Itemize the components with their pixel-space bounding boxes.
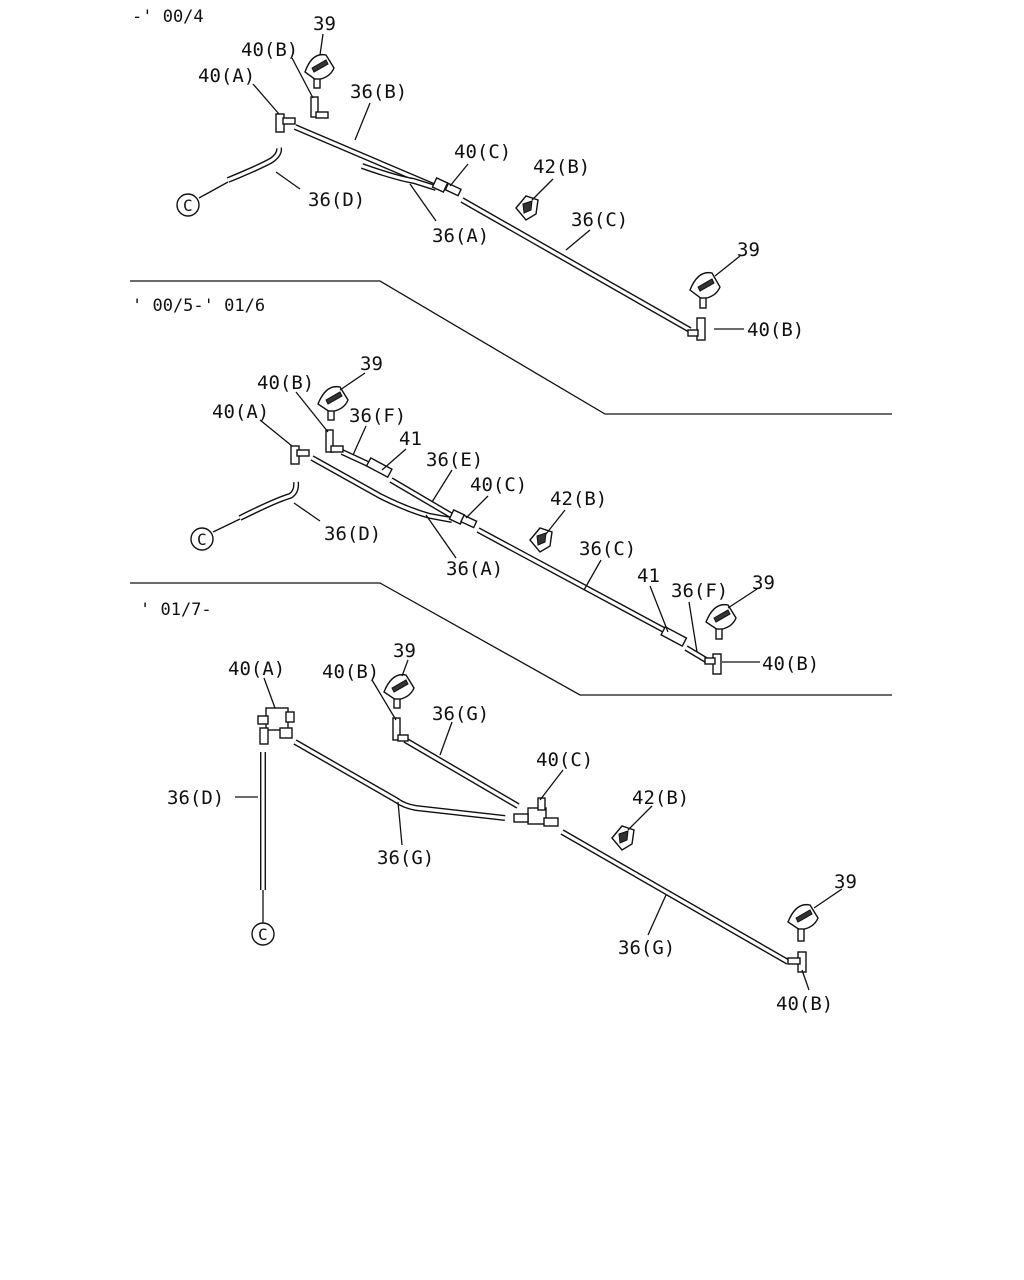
hose-36g-right (560, 829, 790, 965)
washer-nozzle-icon (317, 385, 349, 421)
joint-40b-right (704, 653, 722, 675)
section-2-assembly: C 39 40(B) 40(A) 36(F) 41 36(E) 40(C) 42… (190, 353, 819, 675)
washer-nozzle-icon (689, 271, 721, 309)
hose-36c (476, 527, 666, 633)
label-40a: 40(A) (212, 401, 269, 423)
hose-36c (460, 197, 692, 333)
section-1-assembly: C 39 40(B) 40(A) 36(B) 40(C) 42(B) 36(D)… (176, 13, 804, 341)
check-valve-41-left (365, 457, 393, 479)
joint-40a (290, 445, 310, 465)
connector-c-circle: C (176, 193, 200, 217)
label-41-right: 41 (637, 565, 660, 587)
label-36f-right: 36(F) (671, 580, 728, 602)
label-39-right: 39 (737, 239, 760, 261)
label-40a: 40(A) (228, 658, 285, 680)
section-3-assembly: C 40(A) 39 40(B) 36(G) 40(C) 36(D) 42(B)… (167, 640, 857, 1015)
hose-36a (361, 163, 437, 191)
label-36d: 36(D) (308, 189, 365, 211)
label-36c: 36(C) (571, 209, 628, 231)
label-40c: 40(C) (454, 141, 511, 163)
hose-36b (293, 124, 438, 190)
label-40a: 40(A) (198, 65, 255, 87)
label-40b-left: 40(B) (257, 372, 314, 394)
hose-36f-left (340, 449, 370, 467)
hose-36g-lower (293, 739, 506, 821)
label-36b: 36(B) (350, 81, 407, 103)
joint-40c (431, 177, 462, 197)
joint-40b-right (787, 951, 807, 973)
label-41-left: 41 (399, 428, 422, 450)
hose-36e (389, 477, 456, 520)
hose-36g-upper (403, 737, 520, 809)
label-42b: 42(B) (550, 488, 607, 510)
label-36f-left: 36(F) (349, 405, 406, 427)
label-40b-right: 40(B) (776, 993, 833, 1015)
label-36a: 36(A) (432, 225, 489, 247)
connector-c-circle: C (190, 527, 214, 551)
joint-40a (257, 707, 295, 745)
washer-nozzle-icon (383, 673, 415, 709)
joint-40b-left (325, 429, 344, 453)
label-40b-left: 40(B) (322, 661, 379, 683)
hose-36d (238, 481, 300, 521)
hose-36f-right (684, 645, 708, 663)
label-36a: 36(A) (446, 558, 503, 580)
label-36d: 36(D) (167, 787, 224, 809)
label-36g-lower: 36(G) (377, 847, 434, 869)
joint-40a (275, 113, 296, 133)
section-period-label-1: -' 00/4 (132, 7, 204, 27)
label-39-left: 39 (393, 640, 416, 662)
washer-nozzle-icon (787, 903, 819, 942)
joint-40b-left (310, 96, 329, 119)
label-36c: 36(C) (579, 538, 636, 560)
label-36d: 36(D) (324, 523, 381, 545)
label-39-left: 39 (313, 13, 336, 35)
washer-nozzle-icon (705, 603, 737, 640)
section-divider-1 (130, 280, 892, 415)
label-36e: 36(E) (426, 449, 483, 471)
label-40c: 40(C) (470, 474, 527, 496)
joint-40b-right (687, 317, 706, 341)
joint-40c (448, 509, 478, 529)
washer-nozzle-icon (304, 53, 335, 89)
clip-42b-icon (515, 195, 539, 221)
label-42b: 42(B) (533, 156, 590, 178)
connector-c-label: C (258, 925, 268, 944)
joint-40b-left (392, 717, 409, 742)
joint-40c (513, 797, 559, 827)
label-39-left: 39 (360, 353, 383, 375)
label-36g-right: 36(G) (618, 937, 675, 959)
section-divider-2 (130, 582, 892, 696)
check-valve-41-right (660, 625, 688, 647)
label-40b-right: 40(B) (762, 653, 819, 675)
connector-c-label: C (183, 196, 193, 215)
connector-c-label: C (197, 530, 207, 549)
label-40b-left: 40(B) (241, 39, 298, 61)
label-42b: 42(B) (632, 787, 689, 809)
connector-c-circle: C (251, 922, 275, 946)
hose-36a (310, 455, 453, 523)
label-40c: 40(C) (536, 749, 593, 771)
label-40b-right: 40(B) (747, 319, 804, 341)
label-39-right: 39 (752, 572, 775, 594)
hose-36d (226, 147, 283, 183)
label-36g-upper: 36(G) (432, 703, 489, 725)
label-39-right: 39 (834, 871, 857, 893)
section-period-label-2: ' 00/5-' 01/6 (132, 296, 265, 316)
clip-42b-icon (611, 825, 635, 851)
section-period-label-3: ' 01/7- (140, 600, 212, 620)
